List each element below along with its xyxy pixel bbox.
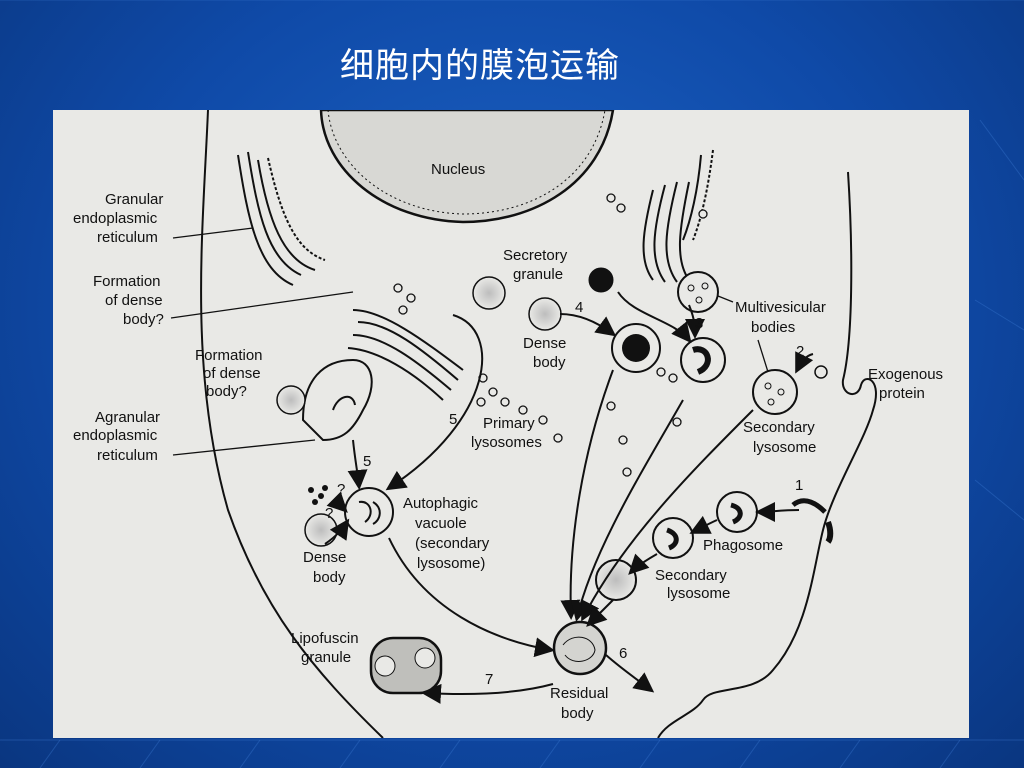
label-multivesicular-1: Multivesicular: [735, 299, 826, 316]
label-formation-dense-body-1b: of dense: [105, 292, 163, 309]
label-primary-lysosomes-1: Primary: [483, 415, 535, 432]
label-autophagic-vacuole-3: (secondary: [415, 535, 490, 552]
label-dense-body-2: body: [533, 354, 566, 371]
label-secondary-lysosome-lower-1: Secondary: [655, 567, 727, 584]
label-secondary-lysosome-lower-2: lysosome: [667, 585, 730, 602]
label-agranular-er-2: endoplasmic: [73, 427, 158, 444]
particle-external: [825, 520, 834, 544]
slide-title: 细胞内的膜泡运输: [340, 46, 620, 86]
label-residual-body-2: body: [561, 705, 594, 722]
label-residual-body-1: Residual: [550, 685, 608, 702]
diagram-panel: Nucleus: [53, 110, 969, 738]
golgi-left: [347, 309, 464, 401]
label-exogenous-protein-1: Exogenous: [868, 366, 943, 383]
label-multivesicular-2: bodies: [751, 319, 795, 336]
step-number-4: 4: [575, 299, 583, 316]
residual-body: [552, 620, 608, 676]
formation-dense-body-vesicle: [276, 385, 306, 415]
secretory-granule: [588, 267, 614, 293]
label-granular-er-3: reticulum: [97, 229, 158, 246]
phagosome-1: [716, 491, 758, 533]
label-formation-dense-body-2c: body?: [206, 383, 247, 400]
dense-core-vesicle: [611, 323, 661, 373]
label-agranular-er-1: Agranular: [95, 409, 160, 426]
label-secretory-granule-2: granule: [513, 266, 563, 283]
primary-lysosome-vesicles: [393, 193, 708, 477]
autophagic-vacuole: [344, 487, 394, 537]
cell-membrane-right: [657, 171, 877, 738]
label-lipofuscin-1: Lipofuscin: [291, 630, 359, 647]
label-nucleus: Nucleus: [431, 161, 485, 178]
nucleus: [319, 110, 615, 224]
granular-er-right: [682, 149, 714, 241]
granular-er: [237, 151, 326, 286]
step-number-2: 2: [796, 343, 804, 360]
label-autophagic-vacuole-1: Autophagic: [403, 495, 479, 512]
secondary-lysosome-lower: [595, 559, 637, 601]
exogenous-vesicle: [814, 365, 828, 379]
label-secondary-lysosome-upper-2: lysosome: [753, 439, 816, 456]
label-dense-body-1: Dense: [523, 335, 566, 352]
label-formation-dense-body-1c: body?: [123, 311, 164, 328]
label-exogenous-protein-2: protein: [879, 385, 925, 402]
secondary-lysosome-upper: [752, 369, 798, 415]
cell-diagram: Nucleus: [73, 110, 943, 738]
small-vesicles-cluster: [308, 485, 328, 505]
label-question-1: ?: [337, 481, 345, 498]
label-autophagic-vacuole-2: vacuole: [415, 515, 467, 532]
step-number-7: 7: [485, 671, 493, 688]
label-formation-dense-body-2a: Formation: [195, 347, 263, 364]
label-secretory-granule-1: Secretory: [503, 247, 568, 264]
label-phagosome: Phagosome: [703, 537, 783, 554]
label-lipofuscin-2: granule: [301, 649, 351, 666]
step-number-3: 3: [695, 315, 703, 332]
multivesicular-body: [677, 271, 719, 313]
label-dense-body-lower-2: body: [313, 569, 346, 586]
label-autophagic-vacuole-4: lysosome): [417, 555, 485, 572]
label-granular-er-1: Granular: [105, 191, 163, 208]
lysosome-with-content: [680, 337, 726, 383]
agranular-er: [301, 358, 373, 442]
step-number-6: 6: [619, 645, 627, 662]
label-secondary-lysosome-upper-1: Secondary: [743, 419, 815, 436]
label-formation-dense-body-2b: of dense: [203, 365, 261, 382]
cell-membrane-left: [200, 110, 384, 738]
label-agranular-er-3: reticulum: [97, 447, 158, 464]
dense-body-upper: [528, 297, 562, 331]
lipofuscin-granule: [369, 636, 443, 695]
phagosome-2: [652, 517, 694, 559]
leader-lines: [170, 227, 769, 456]
step-number-5b: 5: [363, 453, 371, 470]
label-dense-body-lower-1: Dense: [303, 549, 346, 566]
step-number-5a: 5: [449, 411, 457, 428]
label-question-2: ?: [325, 505, 333, 522]
label-primary-lysosomes-2: lysosomes: [471, 434, 542, 451]
dense-body-free: [472, 276, 506, 310]
step-number-1: 1: [795, 477, 803, 494]
pathway-arrows: [324, 291, 814, 704]
particle-ingested: [791, 498, 827, 514]
label-formation-dense-body-1a: Formation: [93, 273, 161, 290]
golgi-right: [642, 181, 690, 283]
label-granular-er-2: endoplasmic: [73, 210, 158, 227]
